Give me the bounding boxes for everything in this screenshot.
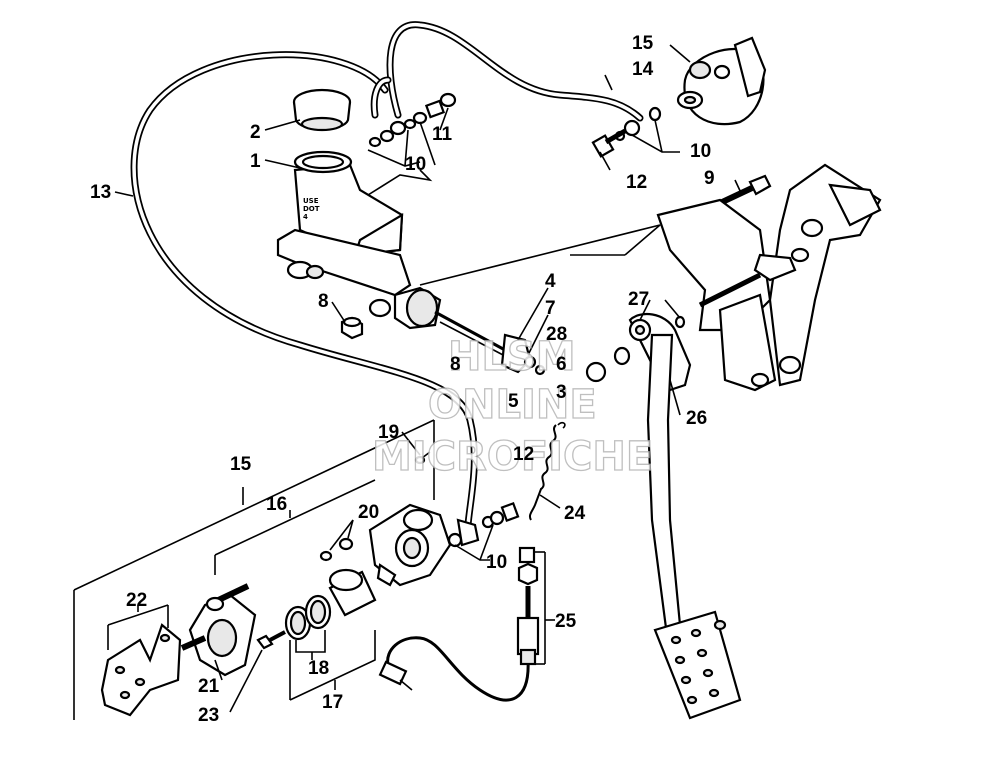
plate-22 — [100, 623, 182, 717]
slave-cylinder-16-lower — [368, 503, 452, 587]
callout-25: 25 — [555, 611, 577, 632]
callout-5: 5 — [508, 391, 519, 412]
callout-15a: 15 — [632, 33, 654, 54]
piston-17 — [328, 568, 377, 617]
callout-19: 19 — [378, 422, 399, 443]
washers-10-top-right — [614, 106, 662, 142]
switch-25 — [516, 546, 540, 666]
callout-3: 3 — [556, 382, 567, 403]
washers-20 — [319, 537, 354, 562]
hose-14 — [370, 21, 644, 122]
callout-16: 16 — [266, 494, 287, 515]
bushings-27 — [585, 315, 686, 383]
callout-21: 21 — [198, 676, 220, 697]
callout-23: 23 — [198, 705, 219, 726]
callout-6: 6 — [556, 354, 567, 375]
bolt-12-top — [591, 128, 627, 158]
watermark-line1: HLSM — [448, 334, 576, 380]
callout-15b: 15 — [230, 454, 252, 475]
callout-27: 27 — [628, 289, 649, 310]
callout-20: 20 — [358, 502, 379, 523]
callout-10b: 10 — [690, 141, 711, 162]
pedal-bracket — [656, 163, 882, 392]
watermark-line2: ONLINE — [428, 382, 597, 428]
seals-18 — [284, 594, 332, 641]
reservoir-cap-2 — [292, 88, 352, 132]
callout-11: 11 — [432, 124, 453, 145]
spring-24 — [528, 421, 566, 521]
reservoir-label-line1: USE — [303, 197, 319, 205]
callout-1: 1 — [250, 151, 261, 172]
callout-17: 17 — [322, 692, 343, 713]
hose-13 — [130, 51, 478, 529]
hose-fitting-lower — [447, 501, 520, 548]
callout-7: 7 — [545, 298, 556, 319]
watermark: HLSM ONLINE MICROFICHE — [371, 333, 654, 480]
callout-28: 28 — [546, 324, 567, 345]
bracket-21 — [180, 583, 257, 677]
callout-8a: 8 — [318, 291, 329, 312]
reservoir-label-line2: DOT — [303, 205, 320, 213]
callouts: 2 1 13 8 11 10 15 14 10 12 9 4 7 28 6 8 … — [90, 33, 715, 726]
screw-19 — [414, 451, 431, 465]
fitting-8 — [340, 316, 364, 340]
callout-12a: 12 — [626, 172, 647, 193]
callout-10c: 10 — [486, 552, 507, 573]
callout-9: 9 — [704, 168, 715, 189]
callout-26: 26 — [686, 408, 707, 429]
switch-wire-25 — [378, 636, 530, 702]
bolt-23 — [256, 630, 286, 650]
master-cylinder-1: USE DOT 4 — [276, 150, 506, 357]
bolt-9 — [716, 174, 772, 207]
callout-10a: 10 — [405, 154, 426, 175]
callout-4: 4 — [545, 271, 556, 292]
callout-12b: 12 — [513, 444, 534, 465]
callout-14: 14 — [632, 59, 654, 80]
callout-22: 22 — [126, 590, 147, 611]
leader-lines — [73, 44, 743, 720]
callout-24: 24 — [564, 503, 586, 524]
reservoir-label-line3: 4 — [303, 213, 308, 221]
clutch-pedal-26 — [628, 312, 742, 720]
callout-2: 2 — [250, 122, 261, 143]
slave-cylinder-15-top — [676, 36, 767, 126]
watermark-line3: MICROFICHE — [372, 434, 653, 480]
banjo-washers-10-11 — [368, 92, 457, 148]
callout-18: 18 — [308, 658, 329, 679]
callout-8b: 8 — [450, 354, 461, 375]
clevis-assembly — [500, 333, 546, 376]
callout-13: 13 — [90, 182, 111, 203]
